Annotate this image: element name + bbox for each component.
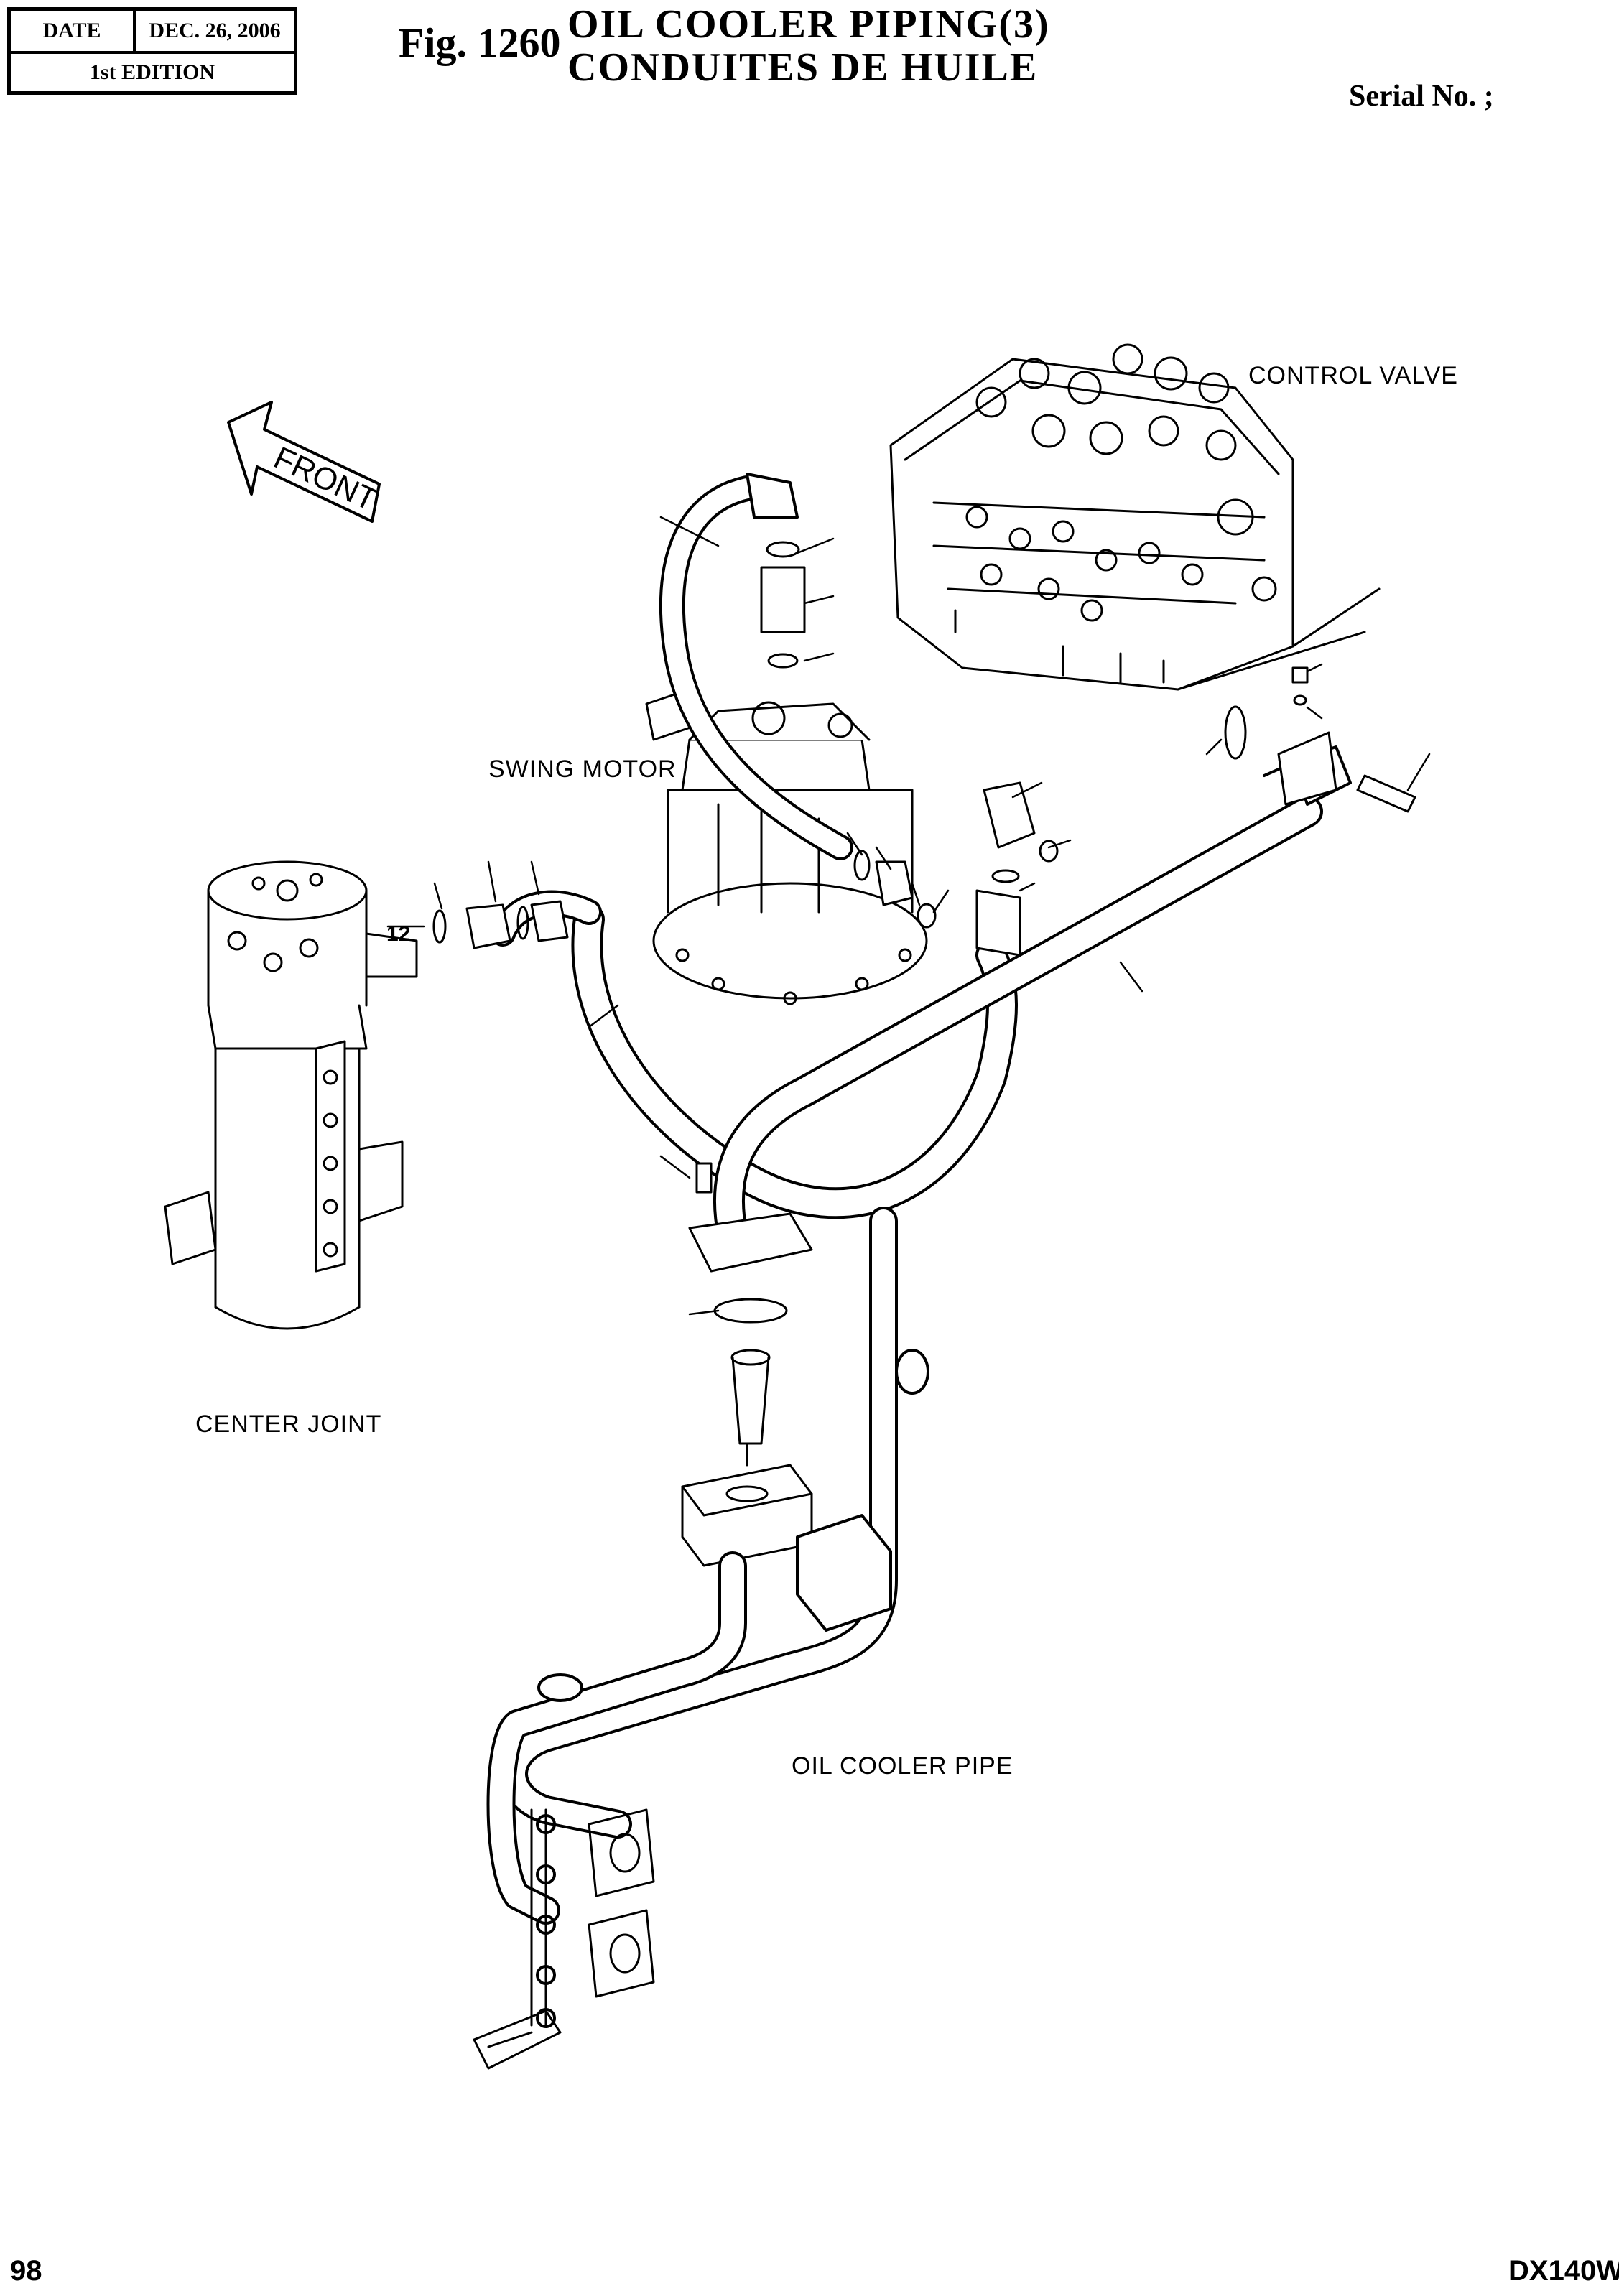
oil-cooler-pipe-label: OIL COOLER PIPE [792,1752,1013,1780]
item-number-12: 12 [386,922,410,946]
main-cooler-pipe [571,745,1352,1251]
fittings [432,541,1416,1194]
title-english: OIL COOLER PIPING(3) [567,2,1050,47]
model-number: DX140W [1508,2255,1619,2287]
leader-lines [386,516,1431,1316]
control-valve-drawing [889,343,1381,691]
title-french: CONDUITES DE HUILE [567,45,1039,90]
edition-box: DATE DEC. 26, 2006 1st EDITION [7,7,297,95]
control-valve-spools [965,343,1277,622]
upper-hose [659,473,853,860]
date-value: DEC. 26, 2006 [149,19,281,42]
page-number: 98 [10,2255,42,2287]
edition-label: 1st EDITION [89,60,215,84]
front-arrow-label: FRONT [269,440,382,518]
center-joint-drawing [164,860,418,1330]
oil-cooler-pipe-drawing [473,1207,929,2070]
serial-number: Serial No. ; [1349,80,1494,113]
center-joint-label: CENTER JOINT [195,1410,381,1438]
date-label: DATE [11,11,136,51]
lower-flange-assembly [681,1212,813,1567]
swing-motor-drawing [645,688,928,1005]
swing-motor-label: SWING MOTOR [488,756,677,783]
date-row: DATE DEC. 26, 2006 [11,11,294,54]
control-valve-label: CONTROL VALVE [1248,362,1458,389]
figure-number: Fig. 1260 [399,19,561,66]
front-arrow-icon: FRONT [227,401,382,523]
